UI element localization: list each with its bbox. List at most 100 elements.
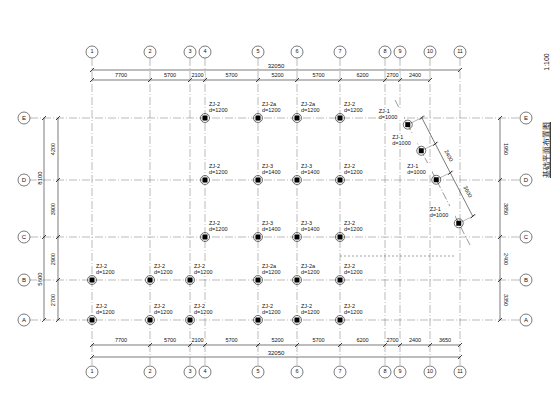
axis-number: 8 — [382, 49, 387, 55]
axis-letter: D — [21, 177, 27, 183]
dimension-tick — [90, 355, 94, 359]
axis-bubble — [520, 231, 532, 243]
column-section — [256, 318, 261, 323]
dimension-line — [92, 70, 460, 71]
foundation-mark: ZJ-2 d=1200 — [209, 220, 234, 232]
dimension-text: 4200 — [51, 142, 57, 156]
axis-number: 10 — [426, 369, 434, 375]
dimension-line — [58, 118, 59, 320]
dimension-text: 3900 — [51, 201, 57, 215]
axis-number: 11 — [456, 369, 464, 375]
column-section — [295, 235, 300, 240]
drawing-title: 基础平面布置图 — [543, 122, 551, 178]
dimension-tick — [56, 235, 60, 239]
pile-cap — [254, 114, 263, 123]
foundation-mark: ZJ-2 d=1200 — [344, 263, 369, 275]
axis-number: 2 — [147, 369, 152, 375]
dimension-tick — [256, 78, 260, 82]
axis-number: 3 — [187, 369, 192, 375]
axis-letter: A — [523, 317, 529, 323]
axis-letter: C — [21, 234, 27, 240]
dimension-tick — [148, 78, 152, 82]
dimension-tick — [56, 318, 60, 322]
pile-cap — [293, 316, 302, 325]
column-section — [256, 235, 261, 240]
axis-letter: C — [523, 234, 529, 240]
axis-letter: B — [523, 277, 529, 283]
dimension-line — [500, 118, 501, 320]
axis-line — [395, 100, 470, 245]
pile-cap — [432, 175, 441, 184]
axis-bubble — [291, 46, 303, 58]
column-section — [338, 178, 343, 183]
axis-bubble — [424, 46, 436, 58]
axis-bubble — [184, 366, 196, 378]
column-section — [256, 116, 261, 121]
foundation-mark: ZJ-2 d=1200 — [154, 303, 179, 315]
axis-bubble — [379, 366, 391, 378]
column-section — [90, 318, 95, 323]
foundation-mark: ZJ-2a d=1200 — [301, 263, 326, 275]
dimension-tick — [203, 78, 207, 82]
axis-bubble — [424, 366, 436, 378]
dimension-text: 2400 — [502, 251, 508, 265]
pile-cap — [186, 276, 195, 285]
column-section — [203, 116, 208, 121]
dimension-text: 5200 — [270, 338, 284, 344]
column-section — [434, 177, 439, 182]
axis-number: 4 — [202, 369, 207, 375]
axis-bubble — [252, 46, 264, 58]
foundation-mark: ZJ-1 d=1000 — [392, 134, 417, 146]
axis-number: 11 — [456, 49, 464, 55]
dimension-tick — [498, 116, 502, 120]
axis-bubble — [394, 366, 406, 378]
column-section — [456, 221, 461, 226]
foundation-mark: ZJ-2 d=1200 — [209, 163, 234, 175]
dimension-tick — [90, 68, 94, 72]
axis-number: 1 — [89, 49, 94, 55]
axis-bubble — [18, 231, 30, 243]
extension-line — [439, 171, 453, 178]
dimension-text: 3350 — [502, 293, 508, 307]
dimension-tick — [256, 343, 260, 347]
dimension-text: 2100 — [190, 73, 204, 79]
extension-line — [462, 215, 476, 222]
leader-line — [340, 256, 455, 257]
dimension-tick — [420, 116, 424, 120]
column-section — [295, 116, 300, 121]
pile-cap — [254, 316, 263, 325]
dimension-tick — [338, 78, 342, 82]
dimension-text: 5200 — [270, 73, 284, 79]
axis-number: 6 — [294, 49, 299, 55]
axis-letter: E — [21, 115, 27, 121]
dimension-text: 2700 — [385, 338, 399, 344]
dimension-tick — [448, 171, 452, 175]
dimension-tick — [428, 78, 432, 82]
column-section — [338, 116, 343, 121]
extension-line — [411, 116, 425, 123]
dimension-tick — [458, 68, 462, 72]
pile-cap — [201, 233, 210, 242]
axis-number: 3 — [187, 49, 192, 55]
axis-bubble — [334, 366, 346, 378]
foundation-mark: ZJ-2 d=1200 — [262, 303, 287, 315]
dimension-tick — [398, 78, 402, 82]
dimension-text: 7700 — [114, 73, 128, 79]
foundation-mark: ZJ-2 d=1200 — [194, 303, 219, 315]
dimension-tick — [203, 343, 207, 347]
axis-bubble — [252, 366, 264, 378]
axis-number: 4 — [202, 49, 207, 55]
dimension-text: 5700 — [163, 338, 177, 344]
pile-cap — [403, 120, 412, 129]
foundation-mark: ZJ-2a d=1200 — [262, 263, 287, 275]
column-section — [256, 178, 261, 183]
axis-number: 7 — [337, 49, 342, 55]
scale-note: 1:100 — [543, 53, 550, 71]
column-section — [90, 278, 95, 283]
axis-bubble — [144, 46, 156, 58]
dimension-tick — [471, 214, 475, 218]
column-section — [148, 318, 153, 323]
pile-cap — [336, 316, 345, 325]
dimension-text: 7700 — [114, 338, 128, 344]
axis-bubble — [18, 174, 30, 186]
